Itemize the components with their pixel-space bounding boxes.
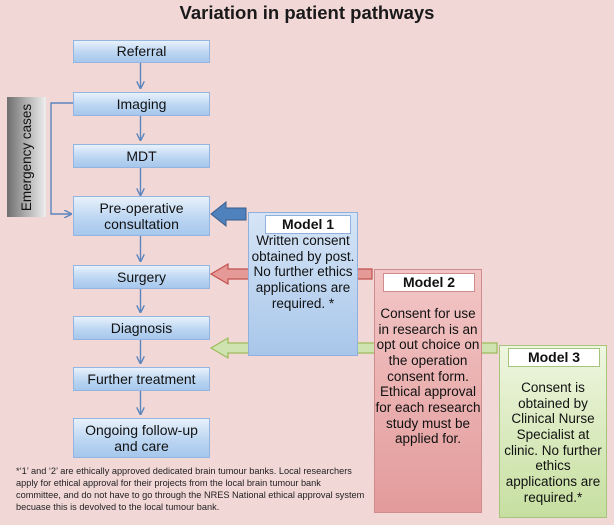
step-further-treatment: Further treatment bbox=[73, 367, 210, 391]
model-1-box: Model 1 Written consent obtained by post… bbox=[248, 212, 358, 356]
step-referral: Referral bbox=[73, 40, 210, 63]
step-pre-operative-consultation: Pre-operative consultation bbox=[73, 196, 210, 236]
step-ongoing-follow-up: Ongoing follow-up and care bbox=[73, 418, 210, 458]
model-3-box: Model 3 Consent is obtained by Clinical … bbox=[499, 345, 607, 518]
step-mdt: MDT bbox=[73, 144, 210, 168]
step-surgery: Surgery bbox=[73, 265, 210, 289]
footnote: *‘1’ and ‘2’ are ethically approved dedi… bbox=[16, 466, 365, 512]
model-1-title: Model 1 bbox=[265, 215, 351, 234]
emergency-connector bbox=[50, 102, 73, 214]
model-3-title: Model 3 bbox=[508, 348, 600, 367]
step-imaging: Imaging bbox=[73, 92, 210, 116]
emergency-cases-label: Emergency cases bbox=[19, 103, 35, 211]
model-2-text: Consent for use in research is an opt ou… bbox=[375, 306, 481, 447]
model-2-title: Model 2 bbox=[383, 273, 475, 292]
diagram-title: Variation in patient pathways bbox=[179, 2, 435, 23]
model-3-text: Consent is obtained by Clinical Nurse Sp… bbox=[504, 380, 602, 505]
model-1-text: Written consent obtained by post. No fur… bbox=[251, 233, 355, 311]
step-diagnosis: Diagnosis bbox=[73, 316, 210, 340]
model1-arrow bbox=[210, 200, 247, 228]
emergency-cases-bar: Emergency cases bbox=[7, 97, 46, 217]
model-2-box: Model 2 Consent for use in research is a… bbox=[374, 269, 482, 513]
